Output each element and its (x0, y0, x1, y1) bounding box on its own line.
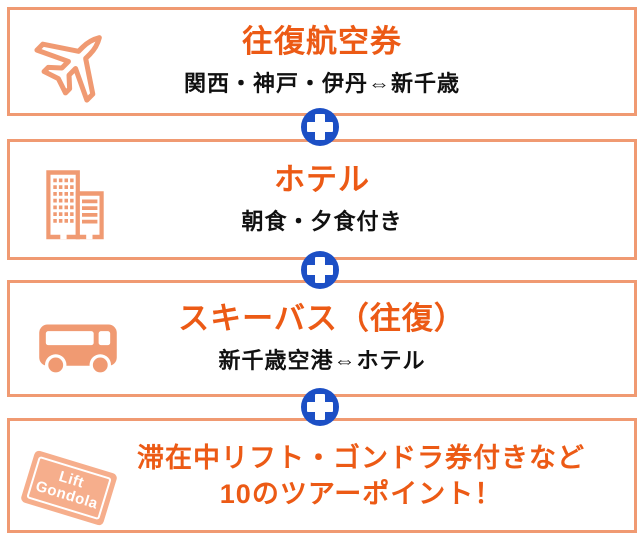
plus-connector (301, 388, 339, 426)
plus-icon (307, 114, 333, 140)
tour-points-line2: 10のツアーポイント！ (219, 478, 503, 509)
plus-icon (307, 394, 333, 420)
tour-points-text: 滞在中リフト・ゴンドラ券付きなど 10のツアーポイント！ (137, 440, 585, 512)
section-hotel: ホテル 朝食・夕食付き (7, 139, 637, 260)
section-flight-title: 往復航空券 (242, 23, 402, 59)
section-hotel-title: ホテル (274, 161, 370, 197)
lift-gondola-ticket-icon: Lift Gondola (19, 449, 119, 527)
section-flight-subtitle: 関西・神戸・伊丹⇔新千歳 (183, 71, 460, 97)
section-tour-points: Lift Gondola 滞在中リフト・ゴンドラ券付きなど 10のツアーポイント… (7, 418, 637, 533)
bus-icon (36, 313, 120, 379)
tour-points-line1: 滞在中リフト・ゴンドラ券付きなど (137, 442, 585, 473)
airplane-icon (30, 23, 114, 107)
section-hotel-subtitle: 朝食・夕食付き (241, 209, 403, 235)
section-ski-bus: スキーバス（往復） 新千歳空港⇔ホテル (7, 280, 637, 397)
plus-connector (301, 251, 339, 289)
section-flight: 往復航空券 関西・神戸・伊丹⇔新千歳 (7, 7, 637, 116)
plus-icon (307, 257, 333, 283)
plus-connector (301, 108, 339, 146)
building-icon (40, 168, 110, 243)
section-ski-bus-title: スキーバス（往復） (178, 300, 466, 336)
section-ski-bus-subtitle: 新千歳空港⇔ホテル (218, 348, 426, 374)
